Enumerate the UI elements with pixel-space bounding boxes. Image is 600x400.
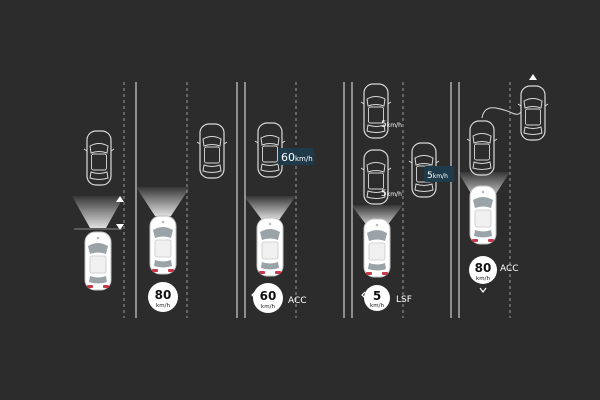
svg-text:60: 60 bbox=[260, 289, 277, 303]
set-speed-badge: 60 km/h bbox=[251, 283, 283, 313]
sensor-beam bbox=[136, 187, 190, 216]
sensor-beam bbox=[244, 196, 296, 220]
ego-car bbox=[363, 218, 391, 278]
set-speed-badge: 80 km/h bbox=[148, 282, 178, 312]
scene-5: 80 km/h ACC bbox=[458, 74, 549, 293]
lead-car bbox=[466, 120, 498, 176]
arrow-up-icon bbox=[529, 74, 537, 80]
lead-speed-tag: 5km/h bbox=[424, 166, 454, 182]
svg-text:80: 80 bbox=[155, 288, 172, 302]
svg-text:5km/h: 5km/h bbox=[427, 171, 448, 181]
side-car bbox=[196, 123, 228, 179]
set-speed-badge: 80 km/h bbox=[469, 256, 497, 293]
mode-label: LSF bbox=[396, 295, 412, 305]
svg-text:80: 80 bbox=[475, 261, 492, 275]
ego-car bbox=[149, 215, 177, 275]
svg-text:km/h: km/h bbox=[370, 303, 384, 309]
ego-car bbox=[256, 217, 284, 277]
sensor-beam bbox=[72, 196, 124, 228]
lane-change-path bbox=[481, 107, 522, 119]
arrow-down-icon bbox=[116, 224, 124, 230]
speed-label: 5km/h bbox=[381, 120, 402, 130]
scene-3: 60km/h 60 km/h ACC bbox=[244, 122, 314, 313]
set-speed-badge: 5 km/h bbox=[361, 285, 390, 311]
departing-car bbox=[517, 85, 549, 141]
lead-car bbox=[83, 130, 115, 186]
speed-label: 5km/h bbox=[381, 189, 402, 199]
svg-text:60km/h: 60km/h bbox=[281, 151, 313, 164]
scene-4: 5km/h 5km/h 5km/h 5 km/h LSF bbox=[351, 83, 454, 311]
mode-label: ACC bbox=[288, 296, 307, 306]
svg-text:5: 5 bbox=[373, 289, 381, 303]
ego-car bbox=[469, 185, 497, 245]
mode-label: ACC bbox=[500, 264, 519, 274]
svg-text:km/h: km/h bbox=[261, 304, 275, 310]
scene-1 bbox=[72, 130, 124, 291]
lane-lines bbox=[123, 82, 511, 318]
svg-text:km/h: km/h bbox=[476, 276, 490, 282]
ego-car bbox=[84, 231, 112, 291]
lead-speed-tag: 60km/h bbox=[278, 148, 314, 165]
arrow-up-icon bbox=[116, 196, 124, 202]
scene-2: 80 km/h bbox=[136, 123, 228, 312]
svg-text:km/h: km/h bbox=[156, 303, 170, 309]
sensor-beam bbox=[351, 205, 403, 227]
